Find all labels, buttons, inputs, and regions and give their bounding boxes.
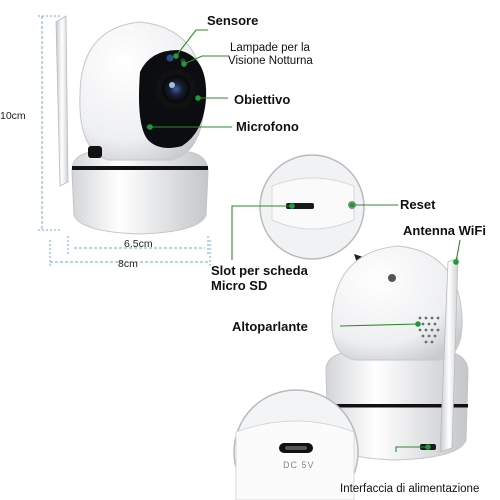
leader-dots-rear: [289, 202, 459, 450]
label-speaker: Altoparlante: [232, 319, 308, 334]
label-sd-slot-line1: Slot per scheda: [211, 263, 308, 278]
rear-hole: [388, 274, 396, 282]
lens: [162, 75, 190, 103]
dimension-width-inner: 6.5cm: [124, 238, 153, 250]
speaker-grille: [418, 316, 440, 344]
label-night-lamps-line2: Visione Notturna: [228, 55, 313, 67]
label-power-port: Interfaccia di alimentazione: [340, 483, 480, 495]
leader-lines-front: [150, 29, 232, 128]
camera-base: [71, 151, 209, 235]
label-lens: Obiettivo: [234, 92, 291, 107]
rear-camera: [325, 245, 469, 461]
sd-slot-zoom: [259, 154, 365, 260]
dimension-lines: [38, 15, 211, 268]
label-wifi-antenna: Antenna WiFi: [403, 223, 486, 238]
sensor-dot: [166, 54, 174, 62]
antenna-front: [55, 15, 69, 187]
port-marking: DC 5V: [283, 460, 315, 470]
rear-head: [331, 245, 463, 361]
label-sensor: Sensore: [207, 13, 259, 28]
power-port-zoom: [233, 389, 359, 500]
label-night-lamps-line1: Lampade per la: [230, 42, 310, 54]
front-camera: [55, 15, 209, 235]
dimension-width-outer: 8cm: [118, 258, 138, 270]
label-reset: Reset: [400, 197, 436, 212]
neck-slot: [88, 146, 102, 158]
leader-dots-front: [147, 53, 201, 130]
base-ring: [72, 166, 208, 170]
antenna-rear: [439, 257, 459, 453]
label-microphone: Microfono: [236, 119, 299, 134]
label-sd-slot-line2: Micro SD: [211, 278, 268, 293]
dimension-height: 10cm: [0, 110, 26, 122]
leader-lines-rear: [231, 204, 461, 452]
